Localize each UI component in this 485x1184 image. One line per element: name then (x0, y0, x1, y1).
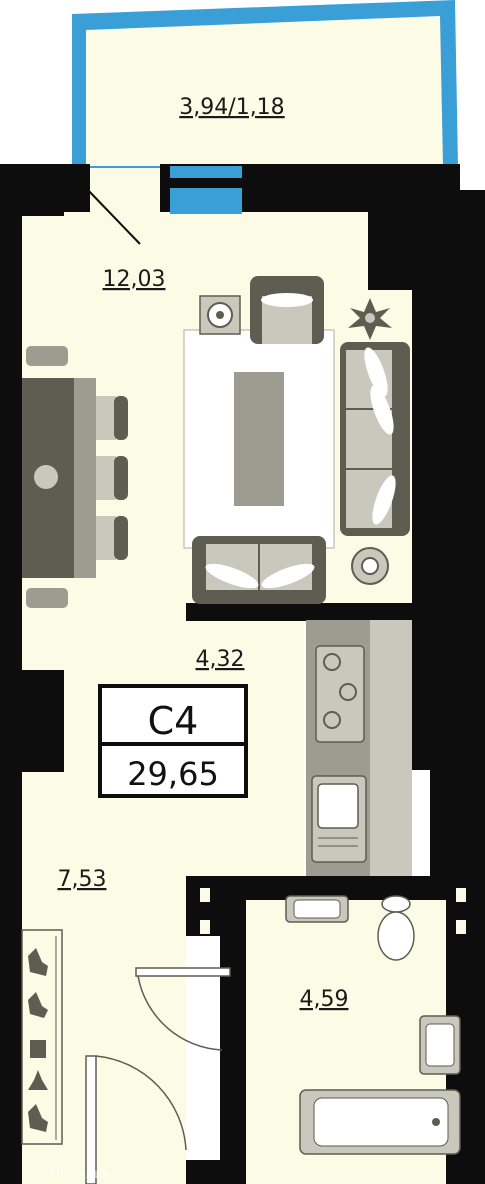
balcony-area: 3,94/1,18 (179, 95, 284, 120)
balcony-door (85, 166, 242, 245)
balcony (72, 0, 458, 168)
sofa-bottom (192, 536, 326, 604)
kitchen-counter (306, 620, 412, 876)
entrance-door (85, 1055, 187, 1184)
unit-total-area: 29,65 (127, 755, 219, 793)
wardrobe (21, 929, 63, 1145)
rug (183, 329, 335, 549)
shoe-icon (28, 1104, 48, 1132)
window-sill (90, 168, 160, 216)
toilet-icon (377, 895, 415, 961)
bag-icon (30, 1040, 46, 1058)
unit-code: С4 (148, 699, 199, 743)
hallway-area: 7,53 (58, 867, 107, 892)
shoe-icon (28, 992, 48, 1018)
bathroom-door (135, 967, 231, 1051)
bathtub (299, 1089, 461, 1155)
floor-fan-icon (351, 547, 389, 585)
plant-icon (348, 298, 392, 340)
armchair (250, 276, 324, 344)
fan-icon (199, 295, 241, 335)
dining-table (22, 346, 128, 608)
shoe-icon (28, 948, 48, 976)
balcony-floor (86, 16, 443, 166)
kitchen-area: 4,32 (196, 647, 245, 672)
unit-badge: С4 29,65 (98, 684, 248, 798)
washbasin (419, 1015, 461, 1075)
watermark: Домклик (50, 1167, 111, 1182)
bathroom-sink (285, 895, 349, 923)
living-area: 12,03 (103, 267, 166, 292)
dress-icon (28, 1070, 48, 1090)
bathroom-area: 4,59 (300, 987, 349, 1012)
sofa (340, 342, 410, 536)
